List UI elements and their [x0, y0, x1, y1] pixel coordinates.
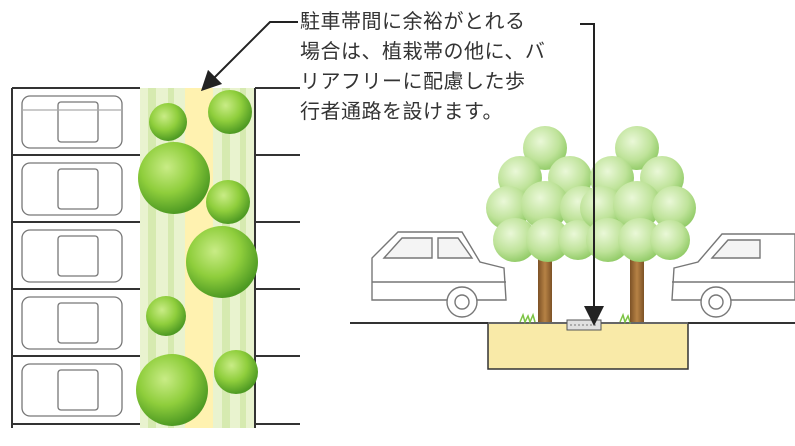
car-icon: [21, 95, 123, 149]
tree-icon: [149, 103, 187, 141]
tree-icon: [486, 126, 604, 322]
arrow-icon: [200, 21, 298, 92]
tree-icon: [146, 296, 186, 336]
grass: [519, 312, 536, 325]
section-view: [350, 126, 795, 370]
car-icon: [371, 231, 507, 318]
plan-view: [11, 87, 300, 428]
tree-icon: [138, 142, 210, 214]
annotation-text: 駐車帯間に余裕がとれる 場合は、植栽帯の他に、バ リアフリーに配慮した歩 行者通…: [300, 6, 600, 126]
tree-icon: [206, 180, 250, 224]
arrow-icon: [580, 23, 604, 326]
annotation-line: リアフリーに配慮した歩: [300, 69, 526, 93]
planting-stripe: [148, 88, 156, 428]
car-icon: [21, 162, 123, 216]
car-icon: [21, 229, 123, 283]
car-icon: [21, 296, 123, 350]
planter-box: [487, 322, 689, 370]
planting-stripe: [168, 88, 174, 428]
tree-icon: [214, 350, 258, 394]
annotation-line: 場合は、植栽帯の他に、バ: [300, 39, 546, 63]
car-icon: [21, 363, 123, 417]
tree-icon: [208, 90, 252, 134]
tree-icon: [136, 354, 208, 426]
annotation-line: 行者通路を設けます。: [300, 99, 503, 123]
car-icon: [671, 233, 795, 318]
tree-icon: [580, 126, 696, 322]
annotation-line: 駐車帯間に余裕がとれる: [300, 9, 526, 33]
tree-icon: [186, 226, 258, 298]
